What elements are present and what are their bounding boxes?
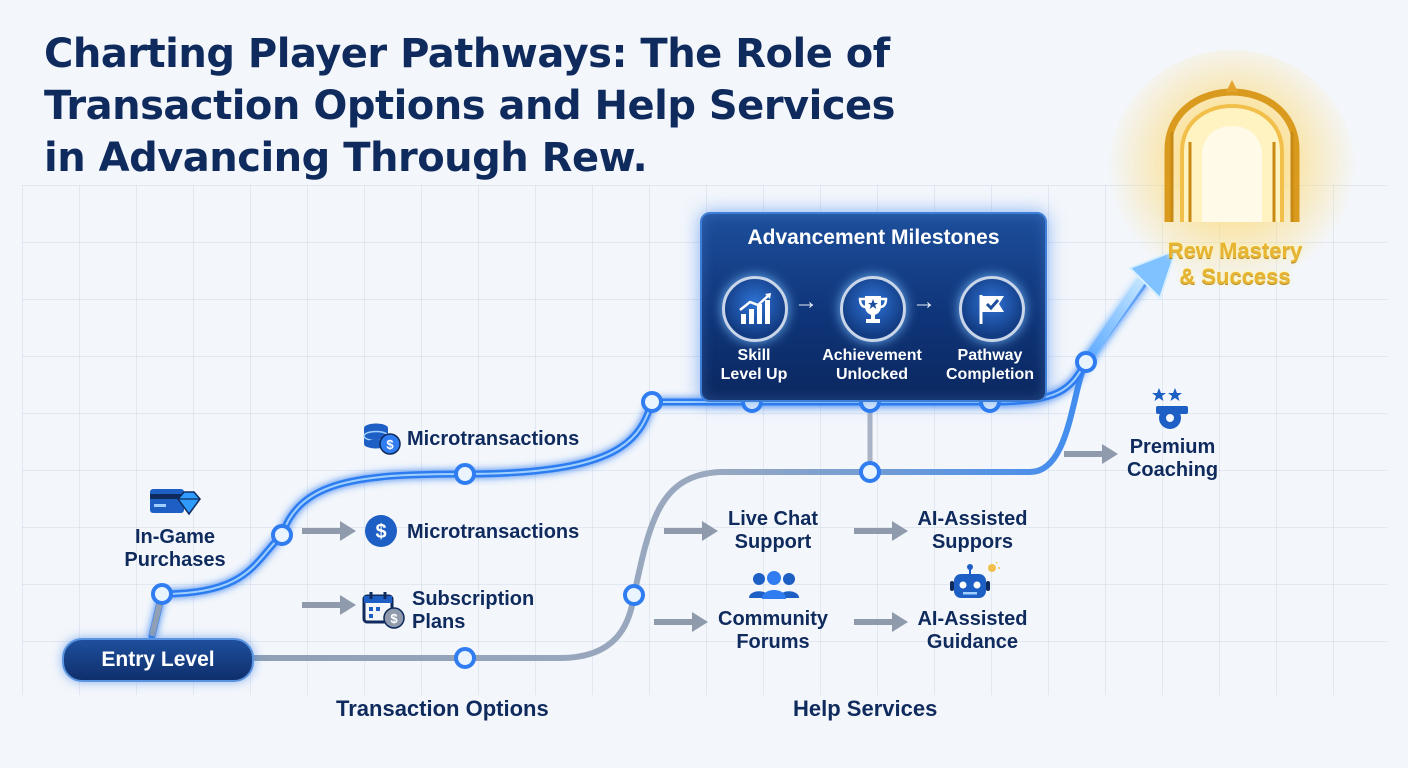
node-micro-top [454, 463, 476, 485]
title-line-3: in Advancing Through Rew. [44, 135, 648, 181]
ai-guidance-line-1: AI-Assisted [917, 608, 1028, 630]
people-icon [749, 571, 799, 599]
ai-support-line-1: AI-Assisted [917, 508, 1028, 530]
forums-line-1: Community [718, 608, 828, 630]
coaching-line-2: Coaching [1126, 459, 1219, 481]
skill-line-1: Skill [737, 347, 771, 364]
transaction-options-heading: Transaction Options [336, 696, 549, 721]
node-entry-bottom [454, 647, 476, 669]
milestones-panel: Advancement Milestones → → [700, 212, 1047, 402]
page-title: Charting Player Pathways: The Role of Tr… [44, 28, 1004, 184]
milestone-pathway-label: Pathway Completion [930, 346, 1050, 384]
community-forums-label: Community Forums [708, 608, 838, 654]
pathway-line-2: Completion [946, 366, 1034, 383]
svg-text:$: $ [386, 437, 394, 452]
connector-arrows [302, 444, 1118, 632]
arrow-coaching [1064, 444, 1118, 464]
node-help-top [859, 461, 881, 483]
goal-arrow-shaft [1081, 277, 1145, 367]
help-services-heading: Help Services [793, 696, 938, 721]
svg-text:$: $ [390, 611, 398, 626]
chart-growth-icon [722, 276, 788, 342]
live-chat-support-label: Live Chat Support [708, 508, 838, 554]
in-game-purchases-label: In-Game Purchases [110, 526, 240, 572]
microtransactions-mid-label: Microtransactions [407, 521, 580, 543]
ai-assisted-guidance-label: AI-Assisted Guidance [900, 608, 1045, 654]
title-line-2: Transaction Options and Help Services [44, 83, 895, 129]
card-gem-icon [150, 489, 201, 516]
subscription-line-1: Subscription [412, 588, 535, 610]
live-chat-line-1: Live Chat [727, 508, 819, 530]
premium-coaching-label: Premium Coaching [1110, 436, 1235, 482]
arrow-ai-guidance [854, 612, 908, 632]
flag-check-icon [959, 276, 1025, 342]
in-game-line-2: Purchases [124, 549, 226, 571]
coin-stack-icon: $ [363, 423, 401, 455]
achievement-line-1: Achievement [822, 347, 922, 364]
in-game-line-1: In-Game [134, 526, 216, 548]
skill-line-2: Level Up [720, 366, 788, 383]
milestone-arrow-2: → [912, 288, 936, 315]
goal-line-1: Rew Mastery [1167, 238, 1303, 263]
milestone-skill-label: Skill Level Up [694, 346, 814, 384]
goal-label: Rew Mastery & Success [1140, 238, 1330, 290]
entry-level-badge: Entry Level [62, 638, 254, 682]
ai-guidance-line-2: Guidance [926, 631, 1019, 653]
arrow-ai-support [854, 521, 908, 541]
ai-assisted-support-label: AI-Assisted Suppors [900, 508, 1045, 554]
node-micro [271, 524, 293, 546]
goal-line-2: & Success [1179, 264, 1291, 289]
goal-arrow-head [1128, 248, 1178, 300]
achievement-line-2: Unlocked [835, 366, 908, 383]
arrow-micro [302, 521, 356, 541]
golden-gate-icon [1164, 80, 1300, 222]
milestone-arrow-1: → [794, 288, 818, 315]
coaching-line-1: Premium [1129, 436, 1216, 458]
microtransactions-top-label: Microtransactions [407, 428, 580, 450]
subscription-line-2: Plans [412, 611, 466, 633]
help-path-line [247, 359, 1089, 661]
milestone-achievement-label: Achievement Unlocked [812, 346, 932, 384]
robot-icon [950, 562, 1000, 598]
calendar-dollar-icon: $ [362, 592, 405, 629]
subscription-plans-label: Subscription Plans [412, 588, 534, 634]
title-line-1: Charting Player Pathways: The Role of [44, 31, 890, 77]
ai-support-line-2: Suppors [931, 531, 1014, 553]
whistle-icon [1152, 388, 1188, 429]
arrow-live-chat [664, 521, 718, 541]
node-milestone-entry [641, 391, 663, 413]
node-help [623, 584, 645, 606]
milestones-title: Advancement Milestones [747, 226, 1000, 249]
pathway-line-1: Pathway [957, 347, 1023, 364]
live-chat-line-2: Support [734, 531, 812, 553]
node-in-game [151, 583, 173, 605]
arrow-subscription [302, 595, 356, 615]
arrow-forums [654, 612, 708, 632]
trophy-icon [840, 276, 906, 342]
svg-text:$: $ [375, 521, 386, 543]
forums-line-2: Forums [736, 631, 810, 653]
node-final [1075, 351, 1097, 373]
dollar-coin-icon: $ [365, 515, 397, 547]
